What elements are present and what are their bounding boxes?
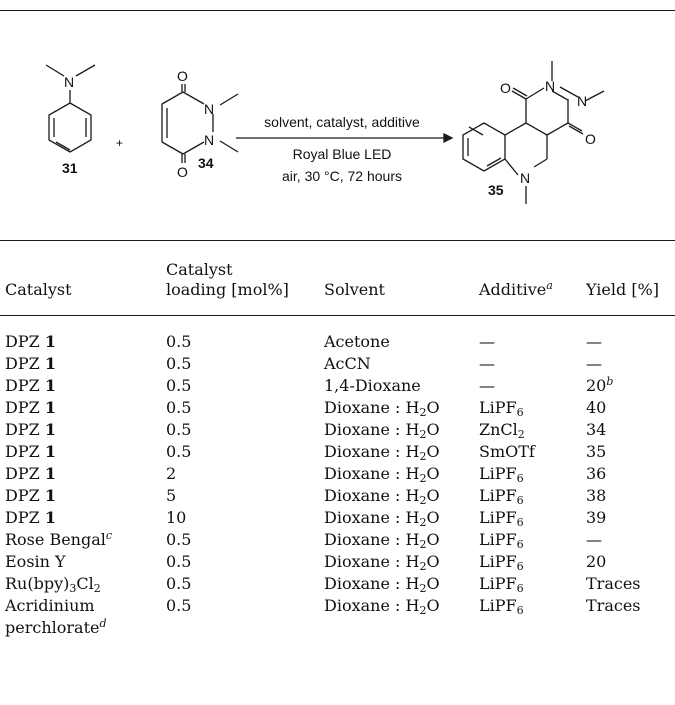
atom-label: O <box>585 131 596 147</box>
table-row: DPZ 1 0.5 1,4-Dioxane — 20b <box>5 375 614 395</box>
header-loading-line2: loading [mol%] <box>166 280 289 299</box>
footnote-d: d <box>99 617 107 630</box>
table-row: Eosin Y 0.5 Dioxane : H2O LiPF6 20 <box>5 552 607 573</box>
atom-label: O <box>177 164 188 180</box>
compound-label-34: 34 <box>198 155 214 171</box>
table-row: Acridinium perchlorated 0.5 Dioxane : H2… <box>5 596 641 637</box>
table-row: DPZ 1 10 Dioxane : H2O LiPF6 39 <box>5 508 607 529</box>
atom-label: N <box>545 78 555 94</box>
header-additive: Additivea <box>479 279 553 299</box>
table-row: DPZ 1 0.5 Dioxane : H2O LiPF6 40 <box>5 398 607 419</box>
atom-label: N <box>204 132 214 148</box>
reaction-scheme: N O N N O O N N O N + 31 34 35 solvent, … <box>0 11 675 240</box>
atom-label: O <box>500 80 511 96</box>
header-rule <box>0 315 675 316</box>
atom-label: O <box>177 68 188 84</box>
conditions-line-1: solvent, catalyst, additive <box>264 114 420 130</box>
compound-label-35: 35 <box>488 182 504 198</box>
footnote-a: a <box>546 279 553 292</box>
table-row: DPZ 1 0.5 Dioxane : H2O ZnCl2 34 <box>5 420 607 441</box>
table-row: DPZ 1 0.5 Dioxane : H2O SmOTf 35 <box>5 442 607 463</box>
header-yield: Yield [%] <box>586 280 659 299</box>
compound-35-structure <box>462 61 605 204</box>
table-row: DPZ 1 5 Dioxane : H2O LiPF6 38 <box>5 486 607 507</box>
compound-label-31: 31 <box>62 160 78 176</box>
top-rule <box>0 10 675 11</box>
table-row: Rose Bengalc 0.5 Dioxane : H2O LiPF6 — <box>5 529 602 551</box>
table-row: DPZ 1 0.5 Acetone — — <box>5 332 602 351</box>
table-row: DPZ 1 2 Dioxane : H2O LiPF6 36 <box>5 464 607 485</box>
plus-sign: + <box>116 136 123 150</box>
footnote-b: b <box>606 375 614 388</box>
atom-label: N <box>64 74 74 90</box>
atom-label: N <box>520 170 530 186</box>
conditions-line-2: Royal Blue LED <box>293 146 392 162</box>
table-row: DPZ 1 0.5 AcCN — — <box>5 354 602 373</box>
reaction-scheme-drawing: N O N N O O N N O N + 31 34 35 solvent, … <box>45 61 605 204</box>
reaction-arrow <box>236 132 454 144</box>
compound-31-structure <box>45 64 96 153</box>
header-solvent: Solvent <box>324 280 385 299</box>
header-loading-line1: Catalyst <box>166 260 233 279</box>
table-header: Catalyst Catalyst loading [mol%] Solvent… <box>0 260 675 310</box>
footnote-c: c <box>105 529 113 542</box>
atom-label: N <box>577 93 587 109</box>
header-catalyst: Catalyst <box>5 280 72 299</box>
table-top-rule <box>0 240 675 241</box>
compound-34-structure <box>161 84 239 163</box>
table-row: Ru(bpy)3Cl2 0.5 Dioxane : H2O LiPF6 Trac… <box>5 574 641 595</box>
conditions-line-3: air, 30 °C, 72 hours <box>282 168 402 184</box>
atom-label: N <box>204 101 214 117</box>
